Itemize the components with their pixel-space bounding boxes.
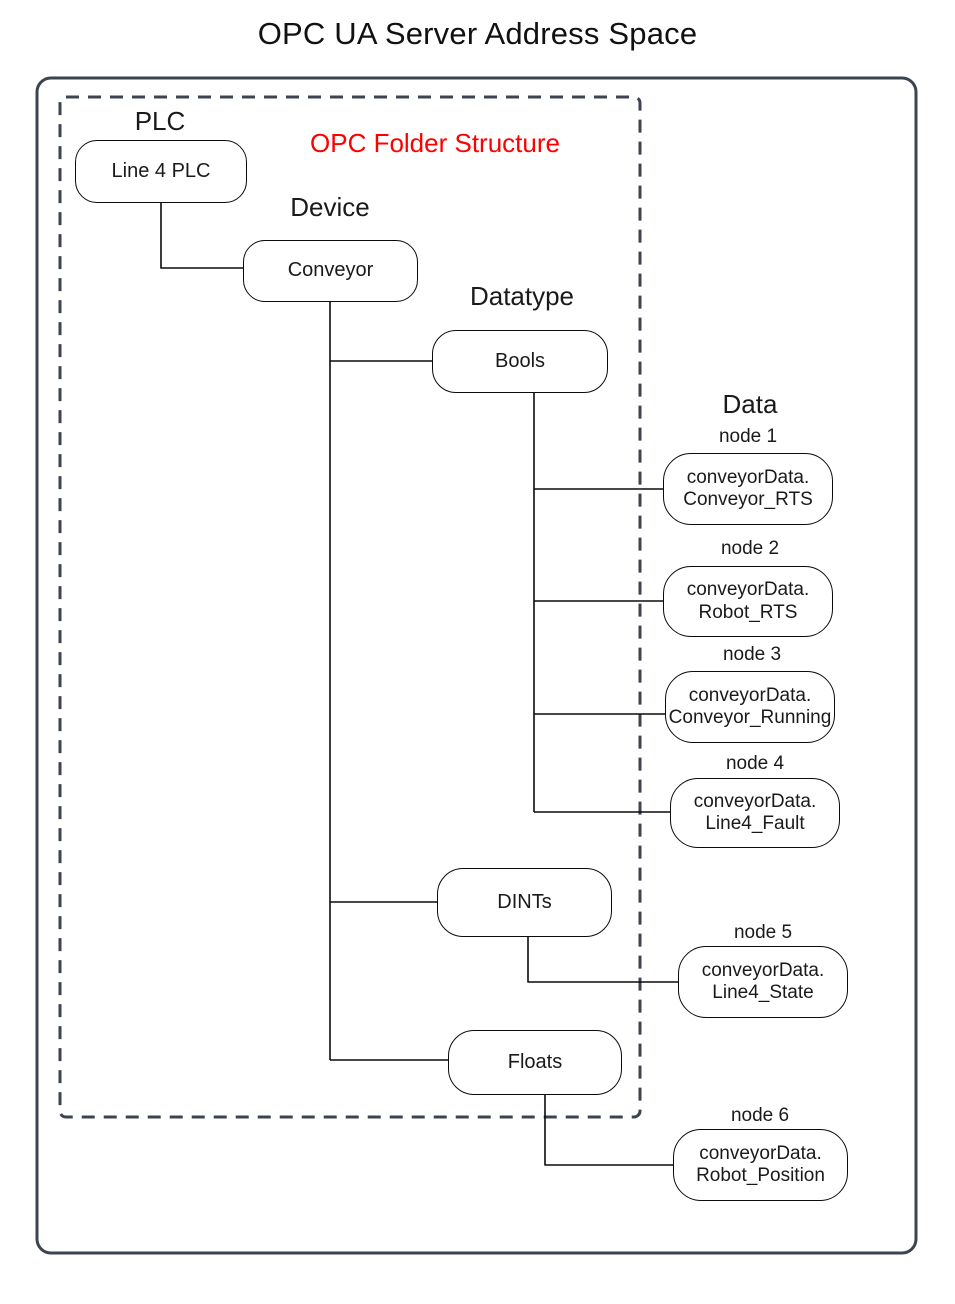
node-conveyor-rts-line1: conveyorData.: [686, 466, 810, 488]
caption-node-3: node 3: [722, 644, 782, 665]
group-label-plc: PLC: [134, 106, 186, 136]
edge-floats-to-node6: [544, 1095, 673, 1166]
caption-node-5: node 5: [733, 922, 793, 943]
page-title: OPC UA Server Address Space: [257, 16, 698, 51]
caption-node-2: node 2: [720, 538, 780, 559]
edge-dints-to-node5: [527, 937, 678, 983]
node-line4-fault-line2: Line4_Fault: [705, 813, 805, 834]
node-conveyor-rts[interactable]: conveyorData. Conveyor_RTS: [663, 453, 833, 525]
group-label-device: Device: [290, 192, 370, 222]
node-bools[interactable]: Bools: [432, 330, 608, 393]
node-conveyor-running-line1: conveyorData.: [688, 684, 812, 706]
caption-node-6: node 6: [730, 1105, 790, 1126]
node-line4-state-line1: conveyorData.: [701, 959, 825, 981]
node-conveyor-label: Conveyor: [287, 259, 374, 282]
node-robot-rts-line1: conveyorData.: [686, 579, 810, 601]
caption-node-1: node 1: [718, 426, 778, 447]
group-label-datatype: Datatype: [469, 281, 575, 311]
node-robot-position-line2: Robot_Position: [696, 1165, 825, 1186]
node-conveyor-running[interactable]: conveyorData. Conveyor_Running: [665, 671, 835, 743]
node-dints-label: DINTs: [497, 890, 552, 913]
node-line-4-plc[interactable]: Line 4 PLC: [75, 140, 247, 203]
node-floats-label: Floats: [507, 1050, 563, 1073]
group-label-data: Data: [722, 389, 778, 419]
node-line4-fault-line1: conveyorData.: [693, 790, 817, 812]
node-conveyor-running-line2: Conveyor_Running: [668, 707, 832, 728]
node-conveyor-rts-line2: Conveyor_RTS: [683, 489, 813, 510]
node-conveyor[interactable]: Conveyor: [243, 240, 418, 302]
node-robot-position[interactable]: conveyorData. Robot_Position: [673, 1129, 848, 1201]
node-line4-state-line2: Line4_State: [712, 982, 814, 1003]
node-dints[interactable]: DINTs: [437, 868, 612, 937]
node-line-4-plc-label: Line 4 PLC: [111, 159, 211, 182]
node-robot-rts[interactable]: conveyorData. Robot_RTS: [663, 566, 833, 637]
group-label-opc-folder-structure: OPC Folder Structure: [310, 128, 560, 158]
node-line4-fault[interactable]: conveyorData. Line4_Fault: [670, 778, 840, 848]
node-line4-state[interactable]: conveyorData. Line4_State: [678, 946, 848, 1018]
node-floats[interactable]: Floats: [448, 1030, 622, 1095]
caption-node-4: node 4: [725, 753, 785, 774]
node-robot-position-line1: conveyorData.: [699, 1142, 822, 1164]
node-bools-label: Bools: [494, 349, 546, 372]
edge-plc-to-conveyor: [160, 203, 243, 269]
node-robot-rts-line2: Robot_RTS: [698, 601, 798, 623]
